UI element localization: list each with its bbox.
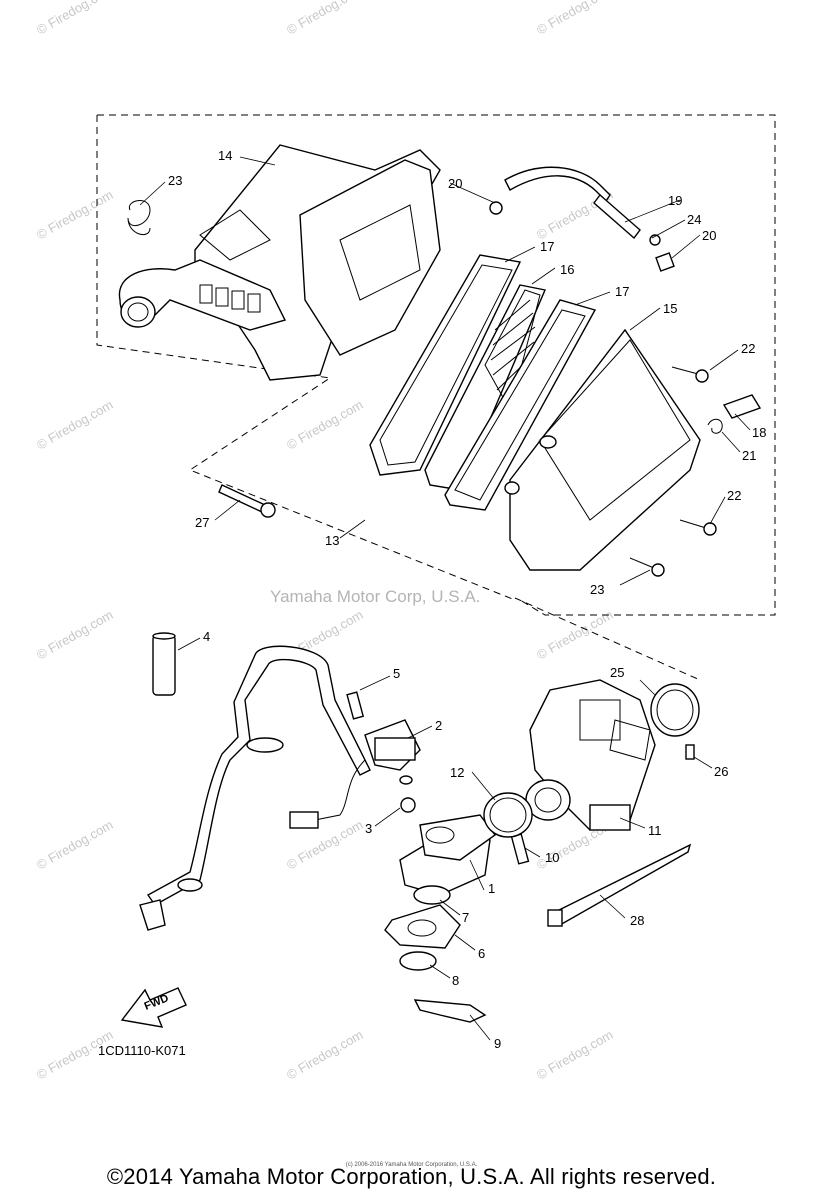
center-watermark: Yamaha Motor Corp, U.S.A.: [270, 587, 480, 606]
watermark: © Firedog.com: [284, 397, 366, 453]
callout-19: 19: [668, 193, 682, 208]
callout-2: 2: [435, 718, 442, 733]
callout-15: 15: [663, 301, 677, 316]
callout-26: 26: [714, 764, 728, 779]
throttle-link-dashed-line: [514, 597, 701, 681]
throttle-body: [525, 679, 656, 831]
mounting-bolt: [218, 484, 276, 518]
callout-13: 13: [325, 533, 339, 548]
watermark: © Firedog.com: [534, 1027, 616, 1083]
breather-hose: [504, 166, 611, 203]
callout-8: 8: [452, 973, 459, 988]
watermark: © Firedog.com: [34, 817, 116, 873]
callout-14: 14: [218, 148, 232, 163]
callout-10: 10: [545, 850, 559, 865]
callout-27: 27: [195, 515, 209, 530]
clamp: [489, 201, 503, 215]
leader-lines: [139, 156, 751, 1041]
fine-print: (c) 2006-2016 Yamaha Motor Corporation, …: [345, 1162, 478, 1168]
callout-18: 18: [752, 425, 766, 440]
callout-6: 6: [478, 946, 485, 961]
watermark: © Firedog.com: [34, 397, 116, 453]
callout-17: 17: [615, 284, 629, 299]
cable-tie: [554, 843, 692, 927]
forward-arrow: FWD: [120, 987, 187, 1028]
watermark: © Firedog.com: [284, 1027, 366, 1083]
callout-21: 21: [742, 448, 756, 463]
cover-screws: [629, 366, 717, 577]
callout-labels: 14 23 20 19 24 20 17 16 17 15 22 18 21 2…: [168, 148, 766, 1051]
clamp-screw: [685, 744, 695, 760]
air-box-cover: [509, 328, 701, 571]
injector-assembly: [289, 691, 421, 829]
watermark: © Firedog.com: [34, 0, 116, 38]
air-box-case: [118, 144, 441, 381]
callout-23: 23: [168, 173, 182, 188]
callout-20: 20: [702, 228, 716, 243]
air-cleaner-assembly-outline: [96, 114, 776, 616]
callout-7: 7: [462, 910, 469, 925]
watermark: © Firedog.com: [34, 187, 116, 243]
callout-22: 22: [727, 488, 741, 503]
callout-22: 22: [741, 341, 755, 356]
breather-hose-long: [146, 645, 371, 906]
hose-sleeve: [152, 634, 176, 696]
callout-12: 12: [450, 765, 464, 780]
callout-24: 24: [687, 212, 701, 227]
intake-joint: [399, 814, 530, 896]
callout-5: 5: [393, 666, 400, 681]
air-filter-element: [424, 284, 546, 491]
callout-4: 4: [203, 629, 210, 644]
hose-clip: [127, 200, 151, 236]
callout-16: 16: [560, 262, 574, 277]
throttle-body-clamp: [483, 792, 533, 838]
callout-25: 25: [610, 665, 624, 680]
watermark: © Firedog.com: [34, 607, 116, 663]
watermark: © Firedog.com: [284, 0, 366, 38]
hose-end: [139, 899, 166, 931]
intake-clamp: [650, 683, 700, 737]
callout-17: 17: [540, 239, 554, 254]
drain-plug: [722, 394, 762, 419]
callout-28: 28: [630, 913, 644, 928]
copyright-notice: ©2014 Yamaha Motor Corporation, U.S.A. A…: [106, 1164, 717, 1189]
watermark: © Firedog.com: [534, 0, 616, 38]
callout-11: 11: [648, 823, 662, 838]
callout-20: 20: [448, 176, 462, 191]
breather-tube: [593, 193, 641, 240]
gasket-rear: [444, 299, 597, 511]
callout-9: 9: [494, 1036, 501, 1051]
callout-3: 3: [365, 821, 372, 836]
gaskets-and-orings: [384, 885, 487, 1023]
plug: [655, 252, 675, 272]
diagram-code: 1CD1110-K071: [98, 1043, 186, 1058]
gasket-front: [369, 254, 522, 476]
callout-22: 23: [590, 582, 604, 597]
callout-1: 1: [488, 881, 495, 896]
drain-clamp: [707, 418, 723, 434]
